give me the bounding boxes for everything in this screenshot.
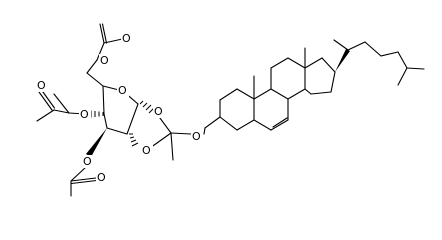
atom-o-acetyl-left: O <box>37 79 46 92</box>
atom-o-acetyl-top: O <box>122 32 131 45</box>
atom-o-steroid-ether: O <box>192 130 201 143</box>
atom-labels: O O O O O O O O O O <box>36 32 203 184</box>
atom-o-ester-c3: O <box>83 155 92 168</box>
atom-o-acetyl-bottom: O <box>97 171 106 184</box>
molecule-drawing: O O O O O O O O O O <box>36 23 425 197</box>
atom-o-ester-c4: O <box>80 108 89 121</box>
sugar-moiety <box>36 23 192 197</box>
atom-o-dioxolane-1: O <box>154 105 163 118</box>
atom-o-ring: O <box>118 84 127 97</box>
atom-o-ester-c6: O <box>100 54 109 67</box>
steroid-moiety <box>203 39 425 135</box>
atom-o-dioxolane-2: O <box>142 144 151 157</box>
chemical-structure-diagram: O O O O O O O O O O <box>36 23 425 197</box>
